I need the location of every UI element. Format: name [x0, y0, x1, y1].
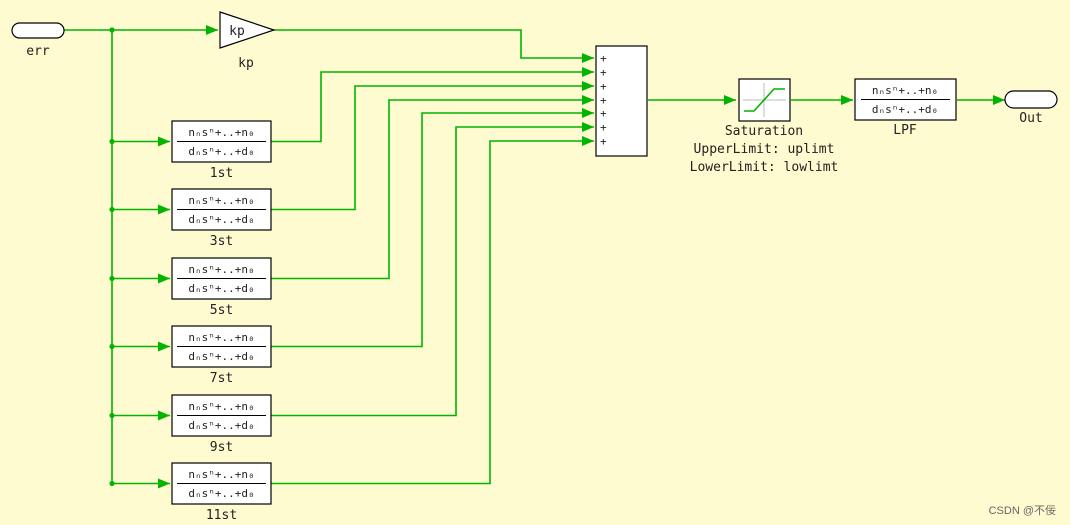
- harmonic-filter-blocks: nₙsⁿ+..+n₀ dₙsⁿ+..+d₀ 1st nₙsⁿ+..+n₀ dₙsⁿ+..…: [171, 120, 272, 523]
- transfer-fcn-block[interactable]: nₙsⁿ+..+n₀ dₙsⁿ+..+d₀ 3st: [171, 188, 272, 249]
- wire-filter-to-sum: [271, 108, 594, 348]
- gain-block-kp[interactable]: kp kp: [219, 11, 276, 71]
- wire-filter-to-sum: [271, 136, 594, 485]
- outport-out[interactable]: Out: [1004, 90, 1058, 126]
- filter-label: 1st: [210, 166, 233, 181]
- junction-dot: [109, 206, 115, 213]
- filter-label: 7st: [210, 371, 233, 386]
- gain-label: kp: [238, 56, 254, 71]
- filter-denominator: dₙsⁿ+..+d₀: [188, 487, 254, 500]
- filter-denominator: dₙsⁿ+..+d₀: [188, 350, 254, 363]
- transfer-fcn-block[interactable]: nₙsⁿ+..+n₀ dₙsⁿ+..+d₀ 11st: [171, 462, 272, 523]
- watermark: CSDN @不佞: [989, 504, 1056, 517]
- junction-dots: [109, 27, 115, 487]
- sum-plus-sign: +: [600, 107, 607, 120]
- outport-label: Out: [1019, 111, 1042, 126]
- sum-plus-sign: +: [600, 80, 607, 93]
- inport-label: err: [26, 44, 50, 59]
- filter-denominator: dₙsⁿ+..+d₀: [188, 282, 254, 295]
- lpf-label: LPF: [893, 123, 917, 138]
- filter-denominator: dₙsⁿ+..+d₀: [188, 145, 254, 158]
- filter-numerator: nₙsⁿ+..+n₀: [188, 400, 254, 413]
- filter-label: 9st: [210, 440, 233, 455]
- saturation-curve-icon: [744, 88, 785, 112]
- wire-kp-to-sum: [274, 29, 594, 63]
- junction-dot: [109, 343, 115, 350]
- junction-dot: [109, 275, 115, 282]
- sum-plus-sign: +: [600, 121, 607, 134]
- sum-plus-sign: +: [600, 66, 607, 79]
- lpf-denominator: dₙsⁿ+..+d₀: [872, 103, 938, 116]
- transfer-fcn-block[interactable]: nₙsⁿ+..+n₀ dₙsⁿ+..+d₀ 1st: [171, 120, 272, 181]
- filter-denominator: dₙsⁿ+..+d₀: [188, 419, 254, 432]
- inport-err[interactable]: err: [11, 22, 65, 59]
- filter-numerator: nₙsⁿ+..+n₀: [188, 126, 254, 139]
- saturation-upper-limit: UpperLimit: uplimt: [694, 142, 835, 157]
- saturation-block[interactable]: Saturation UpperLimit: uplimt LowerLimit…: [690, 78, 839, 175]
- transfer-fcn-block[interactable]: nₙsⁿ+..+n₀ dₙsⁿ+..+d₀ 5st: [171, 257, 272, 318]
- junction-dot: [109, 138, 115, 145]
- filter-label: 11st: [206, 508, 237, 523]
- sum-plus-sign: +: [600, 52, 607, 65]
- harmonic-branch-wires: [112, 67, 594, 489]
- sum-plus-sign: +: [600, 94, 607, 107]
- wire-filter-to-sum: [271, 67, 594, 143]
- filter-denominator: dₙsⁿ+..+d₀: [188, 213, 254, 226]
- junction-dot: [109, 480, 115, 487]
- saturation-label: Saturation: [725, 124, 803, 139]
- wire-filter-to-sum: [271, 122, 594, 417]
- sum-block[interactable]: +++++++: [595, 45, 648, 157]
- gain-symbol: kp: [229, 24, 245, 39]
- transfer-fcn-block[interactable]: nₙsⁿ+..+n₀ dₙsⁿ+..+d₀ 7st: [171, 325, 272, 386]
- junction-dot: [109, 412, 115, 419]
- filter-label: 3st: [210, 234, 233, 249]
- junction-dot: [109, 27, 115, 33]
- wire-filter-to-sum: [271, 81, 594, 211]
- wire-filter-to-sum: [271, 95, 594, 280]
- filter-numerator: nₙsⁿ+..+n₀: [188, 468, 254, 481]
- filter-numerator: nₙsⁿ+..+n₀: [188, 263, 254, 276]
- sum-signs: +++++++: [600, 52, 607, 148]
- lpf-block[interactable]: nₙsⁿ+..+n₀ dₙsⁿ+..+d₀ LPF: [854, 78, 957, 138]
- filter-numerator: nₙsⁿ+..+n₀: [188, 331, 254, 344]
- saturation-lower-limit: LowerLimit: lowlimt: [690, 160, 839, 175]
- filter-numerator: nₙsⁿ+..+n₀: [188, 194, 254, 207]
- transfer-fcn-block[interactable]: nₙsⁿ+..+n₀ dₙsⁿ+..+d₀ 9st: [171, 394, 272, 455]
- filter-label: 5st: [210, 303, 233, 318]
- sum-plus-sign: +: [600, 135, 607, 148]
- lpf-numerator: nₙsⁿ+..+n₀: [872, 84, 938, 97]
- signal-wires: [64, 25, 1005, 482]
